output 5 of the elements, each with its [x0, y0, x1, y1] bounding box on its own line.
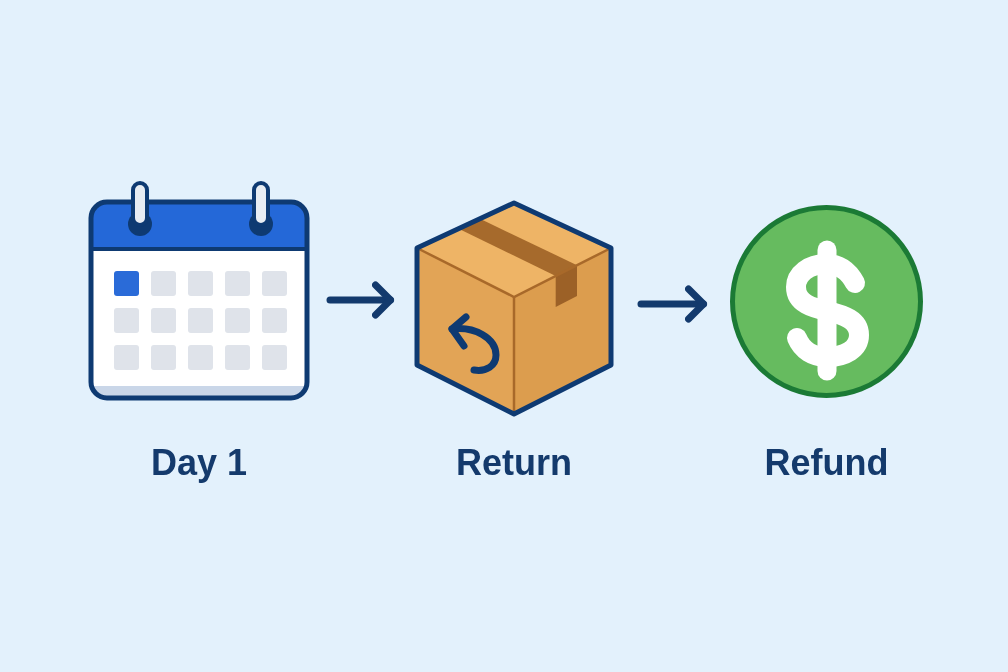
arrow [637, 285, 707, 323]
node-label: Day 1 [150, 445, 248, 481]
arrow [326, 281, 394, 319]
node-label: Return [456, 445, 572, 481]
node-label: Refund [764, 445, 889, 481]
